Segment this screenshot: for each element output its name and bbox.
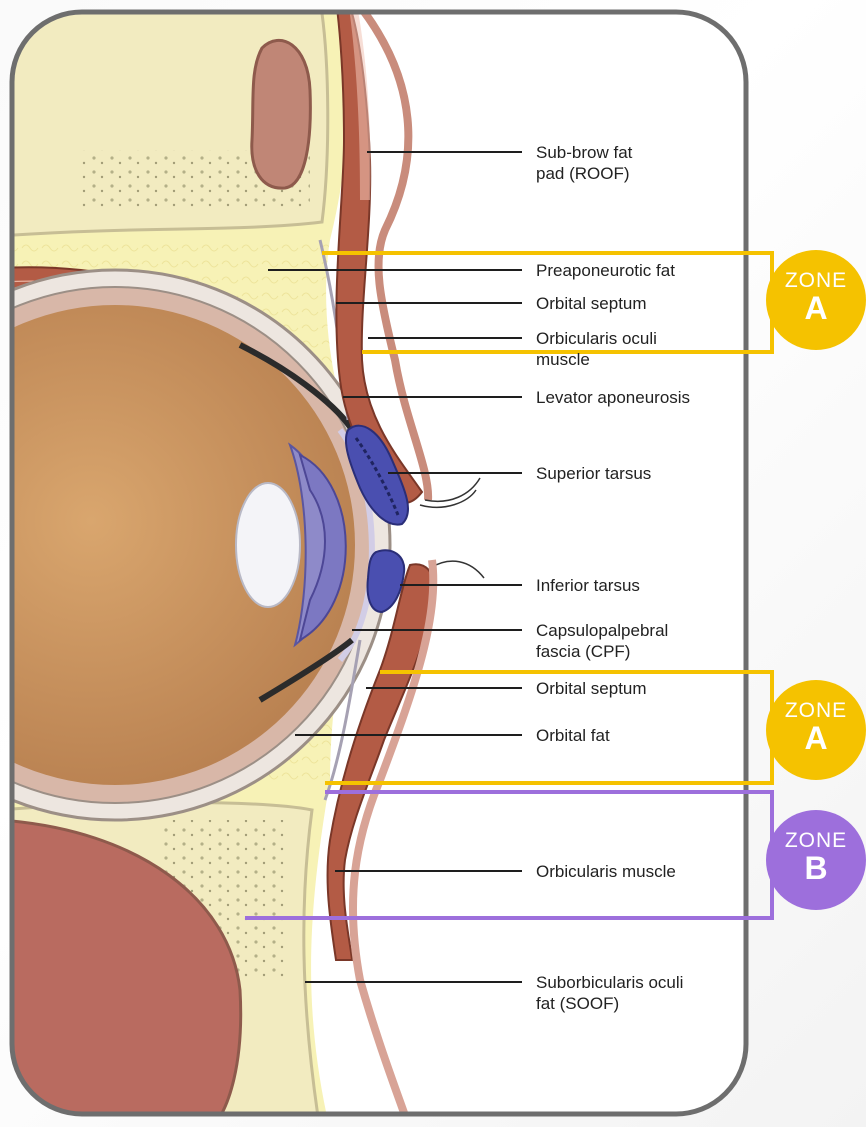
lens xyxy=(236,483,300,607)
zone-b-badge: ZONE B xyxy=(766,810,866,910)
label-orbital-fat: Orbital fat xyxy=(536,725,610,746)
zone-a-upper-badge: ZONE A xyxy=(766,250,866,350)
label-inferior-tarsus: Inferior tarsus xyxy=(536,575,640,596)
zone-a-upper-letter: A xyxy=(766,293,866,323)
label-superior-tarsus: Superior tarsus xyxy=(536,463,651,484)
label-orbicularis-muscle: Orbicularis muscle xyxy=(536,861,676,882)
label-orbital-septum-upper: Orbital septum xyxy=(536,293,647,314)
frontal-sinus xyxy=(252,40,311,188)
label-suborbicularis-oculi-fat: Suborbicularis oculi fat (SOOF) xyxy=(536,972,740,1014)
label-orbital-septum-lower: Orbital septum xyxy=(536,678,647,699)
label-orbicularis-oculi-muscle: Orbicularis oculi muscle xyxy=(536,328,657,370)
zone-a-lower-badge: ZONE A xyxy=(766,680,866,780)
label-preaponeurotic-fat: Preaponeurotic fat xyxy=(536,260,675,281)
label-capsulopalpebral-fascia: Capsulopalpebral fascia (CPF) xyxy=(536,620,668,662)
label-sub-brow-fat-pad: Sub-brow fat pad (ROOF) xyxy=(536,142,632,184)
zone-b-letter: B xyxy=(766,853,866,883)
label-levator-aponeurosis: Levator aponeurosis xyxy=(536,387,748,408)
zone-a-lower-letter: A xyxy=(766,723,866,753)
